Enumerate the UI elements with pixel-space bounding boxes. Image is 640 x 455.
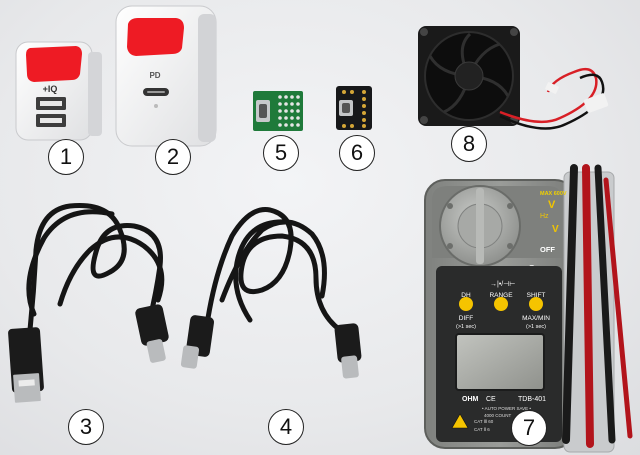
label-5: 5: [263, 135, 299, 171]
label-7: 7: [511, 410, 547, 446]
diff-label: DIFF: [459, 315, 473, 322]
lcd-display: [455, 333, 545, 391]
svg-text:V: V: [548, 199, 556, 211]
diff-hint: (>1 sec): [456, 324, 476, 330]
dh-label: DH: [461, 292, 471, 299]
shift-button[interactable]: [529, 297, 543, 311]
count-label: 4000 COUNT: [484, 413, 512, 418]
usb-charger-small: +IQ: [15, 41, 102, 141]
auto-power-label: • AUTO POWER SAVE •: [482, 406, 531, 411]
pd-badge: PD: [149, 71, 160, 80]
maxmin-label: MAX/MIN: [522, 315, 550, 322]
warning-icon: [451, 413, 469, 429]
multimeter: MAX 600V V Hz V OFF Ω →|•/⊣⊢ DH RANGE SH…: [424, 164, 633, 453]
maxmin-hint: (>1 sec): [526, 324, 546, 330]
ohm-brand: OHM: [462, 396, 479, 403]
label-8: 8: [451, 126, 487, 162]
wire-connector: [583, 93, 609, 113]
label-1: 1: [48, 139, 84, 175]
cat-rating-1: CAT Ⅲ 60: [474, 419, 494, 424]
usb-c-breakout-green: [253, 91, 303, 131]
usb-a-to-c-cable: [26, 203, 165, 333]
red-label: [127, 18, 184, 56]
cooling-fan: [418, 26, 609, 130]
usb-c-plug: [180, 315, 215, 369]
usb-c-plug: [334, 323, 362, 379]
range-label: RANGE: [489, 292, 513, 299]
svg-text:V: V: [552, 224, 559, 235]
usb-c-plug: [135, 304, 169, 363]
max-voltage-label: MAX 600V: [540, 191, 567, 197]
range-button[interactable]: [494, 297, 508, 311]
label-6: 6: [339, 135, 375, 171]
svg-text:→|•/⊣⊢: →|•/⊣⊢: [490, 281, 515, 288]
shift-label: SHIFT: [527, 292, 546, 299]
model-label: TDB-401: [518, 396, 546, 403]
red-label: [26, 46, 82, 82]
dh-button[interactable]: [459, 297, 473, 311]
off-label: OFF: [540, 245, 555, 254]
charger-brand: +IQ: [43, 84, 58, 94]
usb-c-breakout-black: [336, 86, 372, 130]
pd-charger: PD: [115, 5, 217, 147]
ce-mark: CE: [486, 396, 496, 403]
label-4: 4: [268, 409, 304, 445]
label-3: 3: [68, 409, 104, 445]
cat-rating-2: CAT Ⅱ 6: [474, 427, 490, 432]
usb-a-plug: [8, 327, 44, 403]
usb-c-to-c-cable: [205, 207, 343, 333]
hz-label: Hz: [540, 213, 549, 220]
label-2: 2: [155, 139, 191, 175]
